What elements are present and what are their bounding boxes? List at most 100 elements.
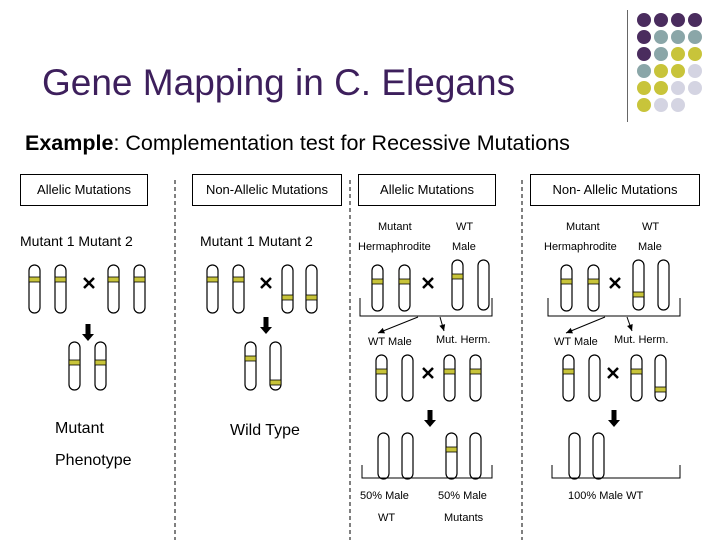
col4-bracket2 [551, 465, 681, 479]
decorative-dot [654, 30, 668, 44]
chromosome-body [401, 432, 414, 480]
col3-cross2-icon [422, 367, 434, 379]
decorative-dot [637, 64, 651, 78]
chromosome [562, 354, 575, 402]
chromosome-body [568, 432, 581, 480]
mutation-band [107, 276, 120, 283]
chromosome-body [68, 341, 81, 391]
col3-label-wt-male: WT Male [368, 336, 412, 348]
chromosome [94, 341, 107, 391]
mutation-band [587, 278, 600, 285]
arrow-head [608, 420, 620, 427]
mutation-band [305, 294, 318, 301]
chromosome [469, 354, 482, 402]
chromosome-body [401, 354, 414, 402]
chromosome-body [587, 264, 600, 312]
col2-parent-labels: Mutant 1 Mutant 2 [200, 233, 313, 249]
decorative-dot [654, 47, 668, 61]
decorative-dot [654, 98, 668, 112]
chromosome [630, 354, 643, 402]
col2-header: Non-Allelic Mutations [192, 174, 342, 206]
chromosome [445, 432, 458, 480]
chromosome-body [281, 264, 294, 314]
decorative-dot [637, 30, 651, 44]
arrow-shaft [263, 317, 269, 328]
mutation-band [398, 278, 411, 285]
decorative-dot-grid [637, 13, 702, 112]
col3-result-left-1: 50% Male [360, 490, 409, 502]
chromosome [133, 264, 146, 314]
col3-down-arrow-icon [424, 410, 436, 427]
mutation-band [133, 276, 146, 283]
chromosome-body [232, 264, 245, 314]
mutation-band [232, 276, 245, 283]
col1-cross-icon [83, 277, 95, 289]
chromosome [451, 259, 464, 311]
chromosome-body [377, 432, 390, 480]
col1-header: Allelic Mutations [20, 174, 148, 206]
decorative-dot [688, 64, 702, 78]
decorative-dot [637, 13, 651, 27]
chromosome-body [445, 432, 458, 480]
chromosome [568, 432, 581, 480]
chromosome [632, 259, 645, 311]
col3-bracket [359, 298, 493, 317]
chromosome-body [469, 432, 482, 480]
mutation-band [269, 379, 282, 386]
col4-label-mut-herm: Mut. Herm. [614, 334, 669, 346]
chromosome-body [592, 432, 605, 480]
mutation-band [632, 291, 645, 298]
arrow-line [377, 316, 419, 334]
chromosome-body [107, 264, 120, 314]
slide-subtitle: Example: Complementation test for Recess… [25, 131, 570, 156]
col4-label-mutant: Mutant [566, 221, 600, 233]
mutation-band [375, 368, 388, 375]
arrow-head [260, 327, 272, 334]
mutation-band [654, 386, 667, 393]
chromosome [305, 264, 318, 314]
decorative-dot [671, 81, 685, 95]
chromosome-body [54, 264, 67, 314]
arrow-head [424, 420, 436, 427]
col4-header: Non- Allelic Mutations [530, 174, 700, 206]
decorative-dot [671, 64, 685, 78]
cross-stroke [422, 277, 434, 289]
cross-stroke [422, 367, 434, 379]
decorative-dot [688, 81, 702, 95]
col4-label-male: Male [638, 241, 662, 253]
chromosome-body [477, 259, 490, 311]
mutation-band [445, 446, 458, 453]
arrow-line [565, 316, 606, 334]
arrow-shaft [427, 410, 433, 421]
arrow-head [627, 324, 633, 331]
slide-title: Gene Mapping in C. Elegans [42, 62, 516, 103]
decorative-dot [688, 13, 702, 27]
col1-result-line2: Phenotype [55, 452, 132, 469]
decorative-dot [671, 98, 685, 112]
chromosome-body [632, 259, 645, 311]
chromosome [443, 354, 456, 402]
col4-label-herm: Hermaphrodite [544, 241, 617, 253]
decorative-dot [688, 47, 702, 61]
chromosome [68, 341, 81, 391]
chromosome-body [630, 354, 643, 402]
chromosome [375, 354, 388, 402]
col3-label-mut-herm: Mut. Herm. [436, 334, 491, 346]
col4-arrow-wt-male-icon [565, 316, 606, 334]
chromosome [377, 432, 390, 480]
cross-stroke [83, 277, 95, 289]
decorative-dot [654, 13, 668, 27]
col3-label-herm: Hermaphrodite [358, 241, 431, 253]
decorative-dot [671, 47, 685, 61]
chromosome [206, 264, 219, 314]
col3-header: Allelic Mutations [358, 174, 496, 206]
col3-label-wt: WT [456, 221, 474, 233]
mutation-band [371, 278, 384, 285]
mutation-band [560, 278, 573, 285]
col3-label-mutant: Mutant [378, 221, 412, 233]
col4-cross2-icon [607, 367, 619, 379]
arrow-head [82, 334, 94, 341]
chromosome-body [654, 354, 667, 402]
chromosome [587, 264, 600, 312]
